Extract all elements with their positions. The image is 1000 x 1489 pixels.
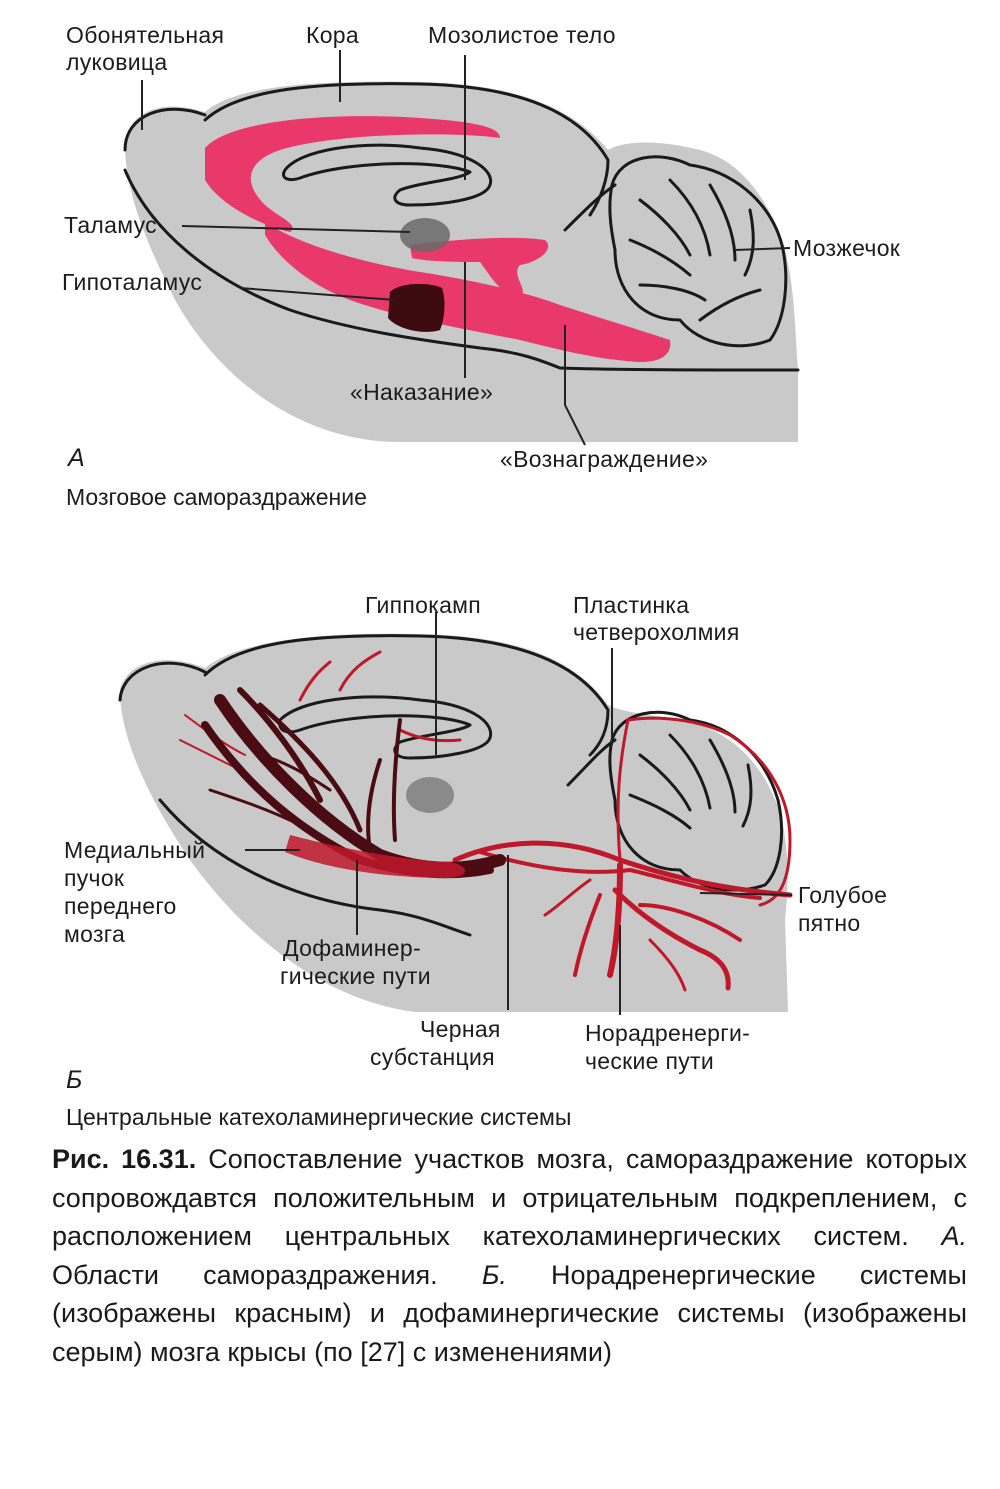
panel-a-letter: А xyxy=(66,444,85,472)
panel-a-pink-arc xyxy=(205,116,500,232)
panel-b-label-nigra: Черная xyxy=(420,1016,501,1042)
caption-mark-a: А. xyxy=(941,1221,967,1251)
panel-a-hypothalamus-spot xyxy=(388,283,445,332)
panel-b-label-noradrenergic-2: ческие пути xyxy=(585,1048,714,1074)
panel-a-cortex-outline xyxy=(203,82,610,217)
panel-b-red-bundle-core xyxy=(285,835,465,878)
panel-a-title: Мозговое самораздражение xyxy=(66,484,367,510)
panel-b-label-plate: Пластинка xyxy=(573,592,689,618)
panel-b-ventral-outline xyxy=(158,798,472,937)
panel-b-cerebellum xyxy=(566,710,784,892)
panel-a-self-stimulation-areas xyxy=(205,116,671,362)
panel-a-label-cortex: Кора xyxy=(306,22,359,48)
caption-mark-b: Б. xyxy=(481,1259,507,1290)
panel-a-label-hypothalamus: Гипоталамус xyxy=(62,269,202,295)
caption-figure-number: Рис. 16.31. xyxy=(52,1144,197,1174)
panel-a-corpus-callosum-outline xyxy=(282,143,493,207)
panel-b-label-mfb: Медиальный xyxy=(64,837,205,863)
panel-a-label-punishment: «Наказание» xyxy=(350,379,493,405)
panel-b-label-nigra-2: субстанция xyxy=(370,1044,495,1070)
panel-b-label-mfb-4: мозга xyxy=(64,921,125,947)
panel-b-brain-silhouette xyxy=(120,633,788,1012)
panel-b-label-noradrenergic: Норадренерги- xyxy=(585,1020,750,1046)
panel-b-label-locus-2: пятно xyxy=(798,910,860,936)
panel-b-letter: Б xyxy=(66,1066,82,1094)
panel-b-label-locus: Голубое xyxy=(798,882,887,908)
panel-b-label-dopaminergic: Дофаминер- xyxy=(283,935,421,961)
panel-b-cortex-outline xyxy=(203,634,610,757)
panel-b-leader-lines xyxy=(245,612,793,1015)
panel-b-label-plate-2: четверохолмия xyxy=(573,619,740,645)
panel-a-thalamus-spot xyxy=(400,218,450,252)
panel-b-olfactory-outline xyxy=(118,661,207,702)
caption-text-2: Области самораздражения. xyxy=(52,1259,438,1290)
panel-b-gray-spot xyxy=(406,777,454,813)
panel-a-leader-lines xyxy=(141,50,791,446)
panel-b-label-hippocampus: Гиппокамп xyxy=(365,592,481,618)
panel-a-cerebellum xyxy=(563,155,788,348)
panel-a-pink-band xyxy=(265,222,671,362)
panel-a-olfactory-outline xyxy=(123,107,207,152)
panel-a-ventral-outline xyxy=(123,168,800,372)
panel-a-pink-branch xyxy=(410,237,549,298)
caption-text-3: Норадренергические системы (изображены к… xyxy=(52,1259,967,1367)
panel-a-label-corpus-callosum: Мозолистое тело xyxy=(428,22,616,48)
panel-a-label-reward: «Вознаграждение» xyxy=(500,446,708,472)
panel-a-brain xyxy=(123,81,800,443)
panel-b-label-mfb-3: переднего xyxy=(64,893,177,919)
panel-b-label-dopaminergic-2: гические пути xyxy=(280,963,431,989)
figure-caption: Рис. 16.31. Сопоставление участков мозга… xyxy=(52,1140,967,1371)
panel-a-label-olfactory-bulb: Обонятельная xyxy=(66,22,224,48)
figure-diagram: Обонятельная луковица Кора Мозолистое те… xyxy=(62,22,901,1130)
panel-b-title: Центральные катехоламинергические систем… xyxy=(66,1104,571,1130)
panel-b-label-mfb-2: пучок xyxy=(64,865,125,891)
panel-b-noradrenergic-pathways xyxy=(179,650,793,992)
panel-a-label-cerebellum: Мозжечок xyxy=(793,235,901,261)
caption-text-1: Сопоставление участков мозга, самораздра… xyxy=(52,1144,967,1251)
panel-b-brain xyxy=(118,633,793,1012)
panel-a-label-olfactory-bulb-2: луковица xyxy=(66,49,167,75)
panel-a-label-thalamus: Таламус xyxy=(64,212,157,238)
